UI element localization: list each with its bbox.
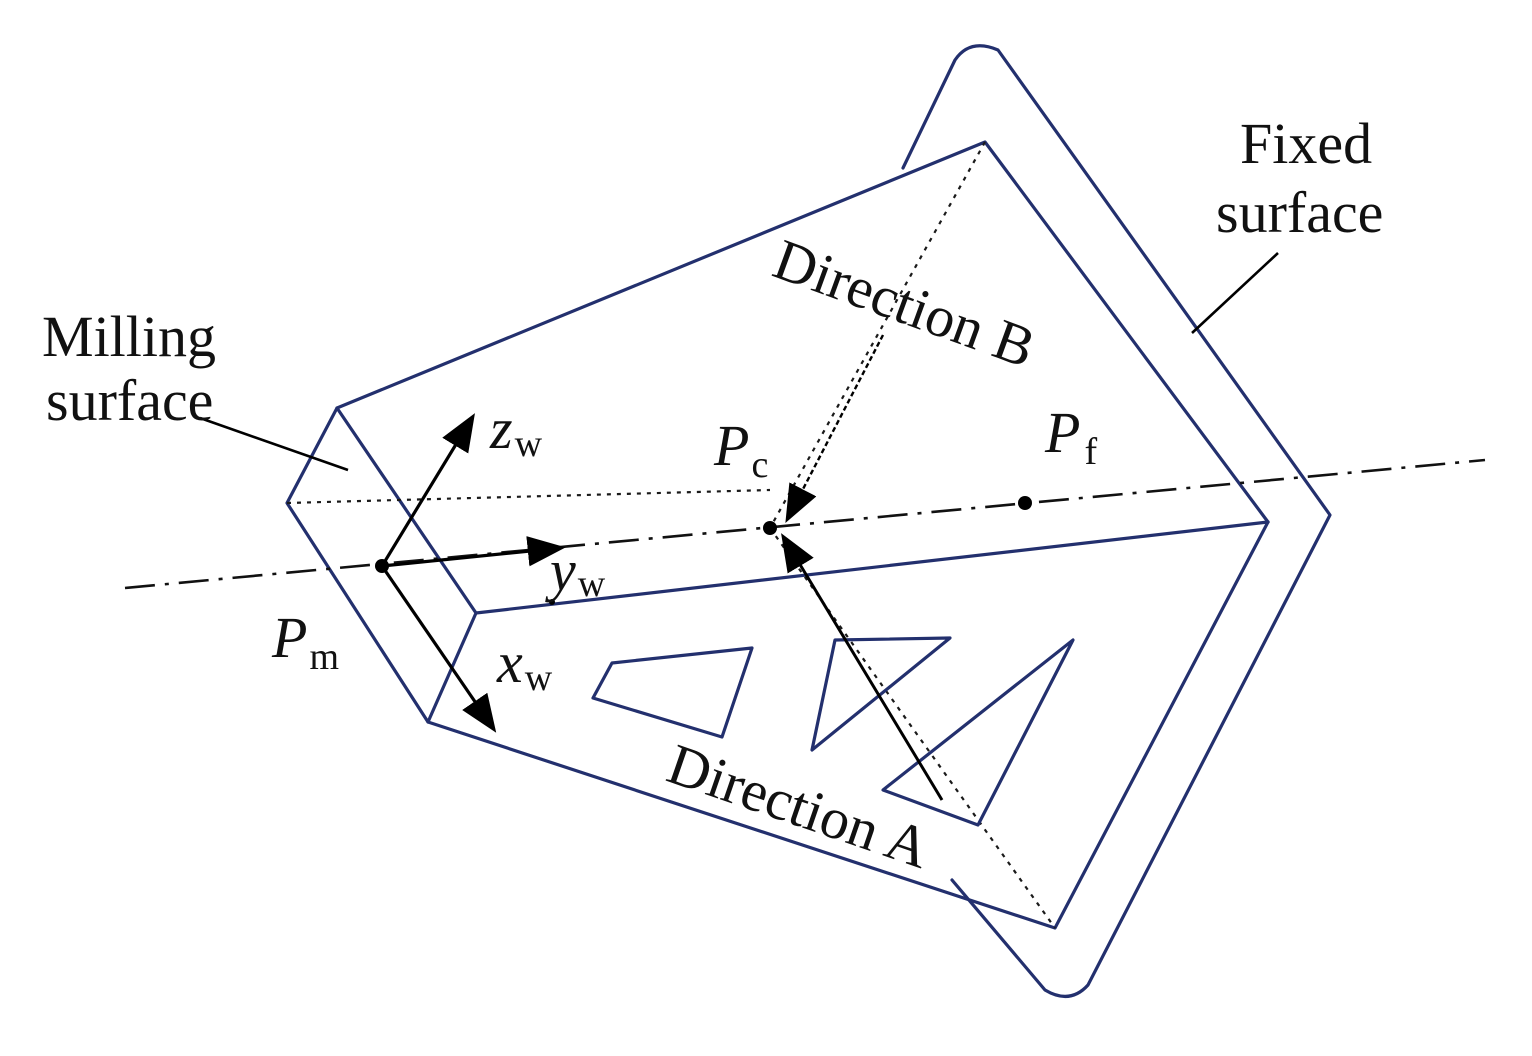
direction-b-arrow	[785, 334, 885, 524]
pm-label: Pm	[271, 605, 339, 678]
pocket-triangle-2	[881, 638, 1075, 827]
direction-a-arrow	[781, 533, 944, 801]
y-axis-arrow	[381, 536, 566, 568]
workpiece-top-edge	[335, 140, 1270, 524]
milling-surface-label-line1: Milling	[42, 304, 216, 369]
pocket-quad	[591, 646, 754, 739]
hidden-edge-horizontal	[286, 488, 771, 505]
fixed-surface-flange	[901, 44, 1332, 998]
direction-b-label: Direction B	[766, 226, 1044, 380]
direction-a-label: Direction A	[660, 731, 939, 881]
center-axis-line	[124, 458, 1486, 590]
x-axis-label: xw	[496, 630, 553, 699]
z-axis-arrow	[380, 413, 475, 567]
x-axis-arrow	[380, 565, 497, 733]
milling-surface-label-line2: surface	[46, 368, 213, 433]
hidden-edge-top	[769, 141, 986, 529]
pocket-triangle-1	[810, 636, 952, 752]
fixed-surface-label-line2: surface	[1216, 180, 1383, 245]
milling-face-outline	[285, 406, 478, 724]
milling-surface-leader	[199, 416, 349, 472]
fixed-surface-label-line1: Fixed	[1240, 111, 1372, 176]
pf-point	[1018, 496, 1032, 510]
pm-point	[375, 559, 389, 573]
workpiece-inner-front-edge	[474, 520, 1270, 615]
fixed-surface-leader	[1191, 252, 1279, 334]
pc-label: Pc	[713, 413, 768, 486]
pc-point	[763, 521, 777, 535]
y-axis-label: yw	[545, 538, 606, 605]
z-axis-label: zw	[489, 396, 543, 465]
y-axis-end-dot	[549, 599, 555, 605]
